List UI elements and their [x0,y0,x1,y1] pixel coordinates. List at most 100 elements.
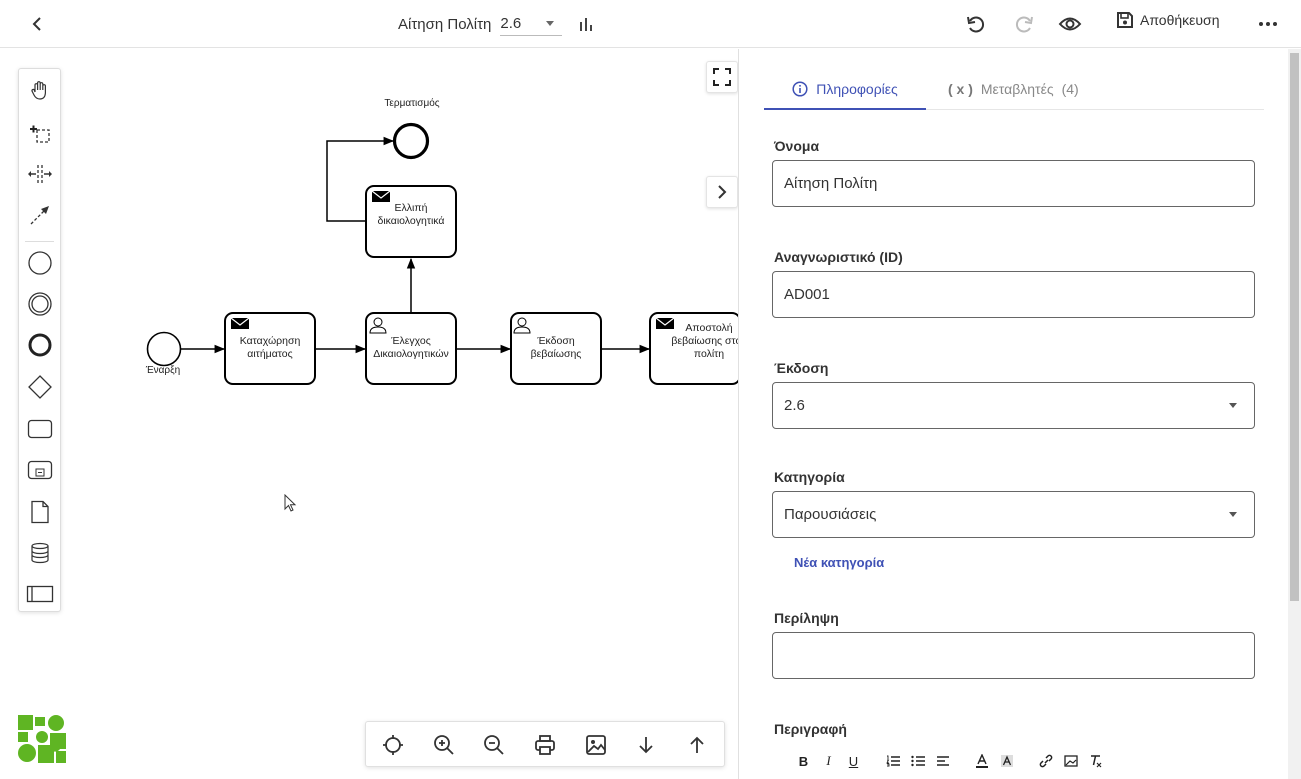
tab-info[interactable]: Πληροφορίες [764,69,926,110]
description-label: Περιγραφή [774,721,847,737]
start-event-tool[interactable] [19,245,60,281]
data-object-tool[interactable] [19,494,60,530]
process-title: Αίτηση Πολίτη [398,15,492,33]
chevron-right-icon [718,185,727,199]
version-dropdown[interactable]: 2.6 [772,382,1255,429]
palette-divider [25,241,54,242]
space-tool[interactable] [19,156,60,192]
task-label: Έλεγχος Δικαιολογητικών [373,335,449,360]
redo-icon [1016,16,1033,33]
variables-icon: ( x ) [948,81,973,97]
preview-button[interactable] [1056,10,1084,38]
rich-text-toolbar: B I U [791,753,1108,769]
fullscreen-button[interactable] [706,61,738,93]
undo-icon [967,16,984,33]
task-tool[interactable] [19,411,60,447]
link-button[interactable] [1033,754,1058,768]
save-button[interactable]: Αποθήκευση [1116,11,1219,29]
bar-chart-icon[interactable] [578,16,594,32]
floppy-disk-icon [1117,12,1133,28]
summary-input[interactable] [772,632,1255,679]
ordered-list-button[interactable] [880,755,905,767]
sequence-flow[interactable] [326,136,395,222]
mouse-cursor-icon [284,494,297,512]
data-store-tool[interactable] [19,535,60,571]
document-icon [30,500,49,524]
align-left-icon [936,756,949,766]
hand-tool[interactable] [19,73,60,109]
download-button[interactable] [626,722,666,768]
italic-button[interactable]: I [826,753,831,768]
redo-button[interactable] [1010,10,1038,38]
bullet-list-icon [910,755,925,767]
caret-down-icon [1229,512,1237,517]
process-title-group: Αίτηση Πολίτη 2.6 [398,12,594,36]
panel-scrollbar[interactable] [1288,49,1301,779]
tab-variables[interactable]: ( x ) Μεταβλητές (4) [948,69,1079,109]
back-button[interactable] [24,10,52,38]
font-color-icon [975,754,988,768]
diagram-canvas[interactable] [0,49,738,779]
background-color-button[interactable] [994,754,1019,768]
pool-tool[interactable] [19,576,60,612]
name-input[interactable]: Αίτηση Πολίτη [772,160,1255,207]
canvas-toolbar [365,721,725,767]
start-event-label: Έναρξη [145,365,181,376]
user-icon [369,317,387,334]
task-box[interactable] [224,312,316,385]
version-select[interactable]: 2.6 [500,12,563,36]
lasso-tool[interactable] [19,115,60,151]
task-box[interactable] [365,185,457,258]
envelope-icon [371,190,391,202]
toggle-panel-button[interactable] [706,176,738,208]
caret-down-icon [1229,403,1237,408]
name-input-value: Αίτηση Πολίτη [784,175,878,192]
center-view-button[interactable] [373,722,413,768]
zoom-out-button[interactable] [474,722,514,768]
double-circle-icon [27,292,52,316]
category-dropdown[interactable]: Παρουσιάσεις [772,491,1255,538]
underline-button[interactable]: U [848,753,859,769]
task-box[interactable] [510,312,602,385]
bullet-list-button[interactable] [905,755,930,767]
start-event[interactable] [146,331,182,367]
image-icon [586,735,606,755]
zoom-in-button[interactable] [424,722,464,768]
gateway-tool[interactable] [19,369,60,405]
align-left-button[interactable] [930,755,955,767]
subprocess-icon [27,460,52,480]
name-label: Όνομα [774,138,820,154]
id-input[interactable]: AD001 [772,271,1255,318]
font-color-button[interactable] [969,754,994,768]
link-icon [1039,754,1052,768]
bold-button[interactable]: B [798,753,809,769]
user-icon [513,317,531,334]
eye-icon [1058,17,1082,31]
undo-button[interactable] [962,10,990,38]
export-image-button[interactable] [576,722,616,768]
caret-down-icon [546,21,555,26]
clear-format-button[interactable] [1083,754,1108,768]
end-event-tool[interactable] [19,327,60,363]
scroll-thumb[interactable] [1290,53,1299,601]
more-button[interactable] [1254,10,1282,38]
circle-icon [27,251,52,275]
task-label: Καταχώρηση αιτήματος [239,335,301,360]
category-label: Κατηγορία [774,469,845,485]
subprocess-tool[interactable] [19,452,60,488]
end-event-label: Τερματισμός [384,98,440,109]
upload-button[interactable] [677,722,717,768]
task-box[interactable] [365,312,457,385]
ordered-list-icon [885,755,900,767]
new-category-link[interactable]: Νέα κατηγορία [794,555,885,570]
end-event[interactable] [392,122,430,160]
version-dropdown-value: 2.6 [784,397,805,414]
print-button[interactable] [525,722,565,768]
intermediate-event-tool[interactable] [19,286,60,322]
task-box[interactable] [649,312,738,385]
task-label: Αποστολή βεβαίωσης στον πολίτη [671,322,747,360]
arrow-down-icon [639,737,653,754]
connect-tool[interactable] [19,197,60,233]
insert-image-button[interactable] [1058,755,1083,767]
tab-variables-count: (4) [1061,81,1079,97]
